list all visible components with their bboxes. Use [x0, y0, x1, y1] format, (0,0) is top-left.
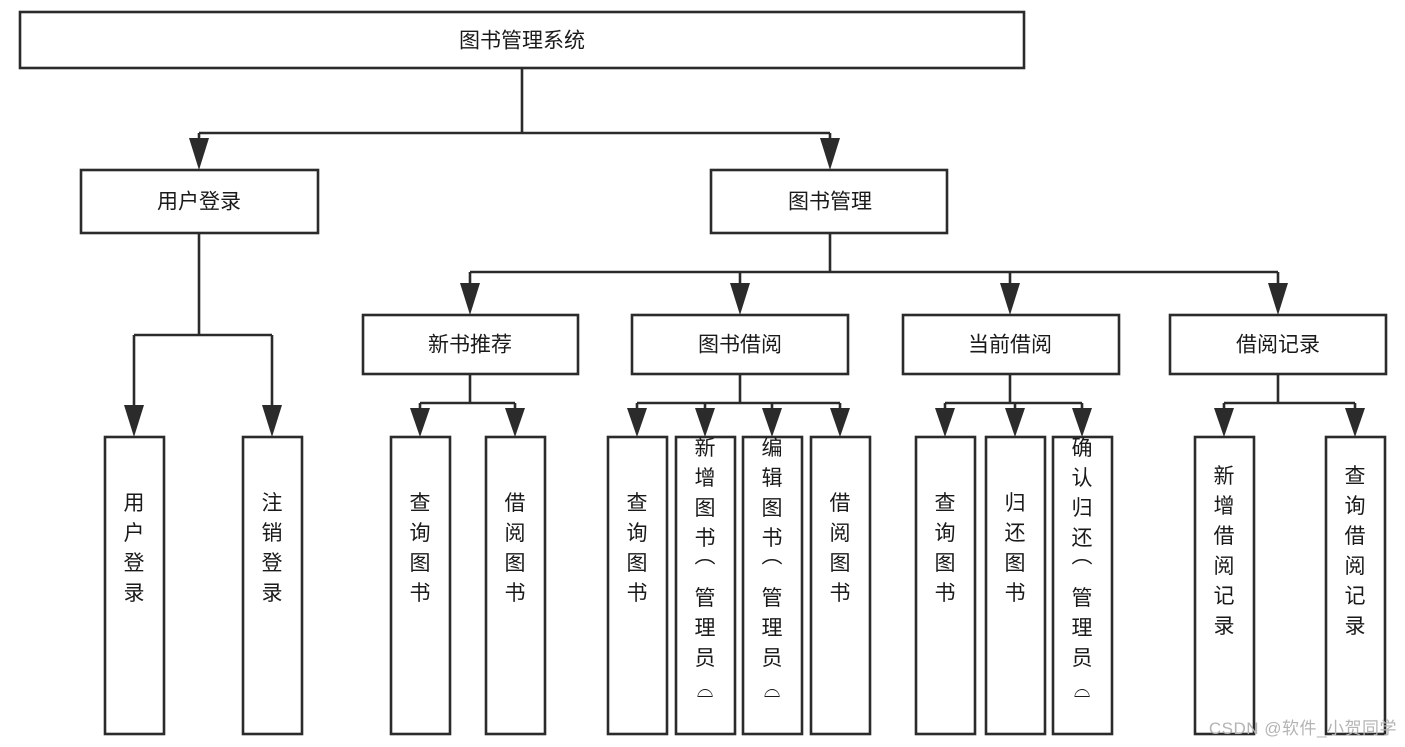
leaf-book-borrow-edit-label: 编辑图书⌒管理员⌓: [762, 437, 783, 702]
watermark: CSDN @软件_小贺同学: [1208, 719, 1397, 738]
leaf-borrow-record-query-label: 查询借阅记录: [1345, 465, 1366, 638]
arrow-head-book-manage: [820, 138, 840, 170]
leaf-current-borrow-return-label: 归还图书: [1005, 492, 1026, 605]
arrow-head-user-login: [189, 138, 209, 170]
arrow-head-borrow-record: [1268, 283, 1288, 315]
leaf-user-login-logout-label: 注销登录: [262, 492, 283, 605]
node-book-manage-box[interactable]: [709, 168, 949, 235]
leaf-node[interactable]: 编辑图书⌒管理员⌓: [741, 435, 804, 736]
connector-layer: [124, 68, 1365, 437]
leaf-book-borrow-edit-box[interactable]: [741, 435, 804, 736]
leaf-node[interactable]: 归还图书: [984, 435, 1047, 736]
arrow-head-leaf-user-login-1: [124, 405, 144, 437]
node-new-book-recommend-label: 新书推荐: [428, 334, 512, 357]
leaf-new-book-borrow-box[interactable]: [484, 435, 547, 736]
node-user-login[interactable]: 用户登录: [79, 168, 320, 235]
leaf-node[interactable]: 借阅图书: [484, 435, 547, 736]
leaf-borrow-record-query-box[interactable]: [1324, 435, 1387, 736]
leaf-node[interactable]: 借阅图书: [809, 435, 872, 736]
leaf-new-book-query-box[interactable]: [389, 435, 452, 736]
arrow-head-new-book-recommend: [460, 283, 480, 315]
leaf-node[interactable]: 注销登录: [241, 435, 304, 736]
leaf-book-borrow-query-label: 查询图书: [627, 492, 648, 605]
leaf-borrow-record-add-label: 新增借阅记录: [1214, 465, 1235, 638]
node-book-borrow[interactable]: 图书借阅: [630, 313, 850, 376]
leaf-current-borrow-query-label: 查询图书: [935, 492, 956, 605]
arrow-head-leaf-borrow-record-1: [1214, 408, 1234, 437]
leaf-user-login-login-label: 用户登录: [124, 492, 145, 605]
leaf-book-borrow-add-label: 新增图书⌒管理员⌓: [695, 437, 716, 702]
node-borrow-record-label: 借阅记录: [1236, 334, 1320, 357]
arrow-head-current-borrow: [1000, 283, 1020, 315]
arrow-head-leaf-current-borrow-2: [1005, 408, 1025, 437]
node-new-book-recommend[interactable]: 新书推荐: [361, 313, 580, 376]
arrow-head-leaf-current-borrow-1: [935, 408, 955, 437]
leaf-node[interactable]: 新增借阅记录: [1193, 435, 1256, 736]
leaf-book-borrow-borrow-box[interactable]: [809, 435, 872, 736]
arrow-head-leaf-new-book-1: [410, 408, 430, 437]
leaf-user-login-logout-box[interactable]: [241, 435, 304, 736]
leaf-node[interactable]: 查询图书: [389, 435, 452, 736]
leaf-user-login-login-box[interactable]: [103, 435, 166, 736]
leaf-node[interactable]: 用户登录: [103, 435, 166, 736]
arrow-head-leaf-book-borrow-1: [627, 408, 647, 437]
leaf-new-book-borrow-label: 借阅图书: [505, 492, 526, 605]
leaf-node[interactable]: 查询图书: [606, 435, 669, 736]
node-current-borrow-box[interactable]: [901, 313, 1121, 376]
arrow-head-book-borrow: [730, 283, 750, 315]
leaf-current-borrow-return-box[interactable]: [984, 435, 1047, 736]
node-root-box[interactable]: [18, 10, 1026, 70]
arrow-head-leaf-book-borrow-2: [695, 408, 715, 437]
node-book-manage[interactable]: 图书管理: [709, 168, 949, 235]
node-root-label: 图书管理系统: [459, 30, 585, 53]
node-root[interactable]: 图书管理系统: [18, 10, 1026, 70]
node-user-login-label: 用户登录: [157, 191, 241, 214]
leaf-current-borrow-confirm-label: 确认归还⌒管理员⌓: [1072, 437, 1093, 702]
arrow-head-leaf-user-login-2: [262, 405, 282, 437]
node-book-manage-label: 图书管理: [788, 191, 872, 214]
leaf-current-borrow-query-box[interactable]: [914, 435, 977, 736]
node-current-borrow[interactable]: 当前借阅: [901, 313, 1121, 376]
node-new-book-recommend-box[interactable]: [361, 313, 580, 376]
node-borrow-record[interactable]: 借阅记录: [1168, 313, 1388, 376]
arrow-head-leaf-new-book-2: [505, 408, 525, 437]
arrow-head-leaf-book-borrow-4: [830, 408, 850, 437]
leaf-book-borrow-query-box[interactable]: [606, 435, 669, 736]
node-book-borrow-label: 图书借阅: [698, 334, 782, 357]
leaf-node[interactable]: 确认归还⌒管理员⌓: [1051, 435, 1114, 736]
leaf-current-borrow-confirm-box[interactable]: [1051, 435, 1114, 736]
arrow-head-leaf-current-borrow-3: [1072, 408, 1092, 437]
node-user-login-box[interactable]: [79, 168, 320, 235]
leaf-borrow-record-add-box[interactable]: [1193, 435, 1256, 736]
leaf-new-book-query-label: 查询图书: [410, 492, 431, 605]
leaf-book-borrow-borrow-label: 借阅图书: [830, 492, 851, 605]
node-current-borrow-label: 当前借阅: [968, 334, 1052, 357]
leaf-node[interactable]: 查询借阅记录: [1324, 435, 1387, 736]
leaf-node[interactable]: 查询图书: [914, 435, 977, 736]
arrow-head-leaf-book-borrow-3: [762, 408, 782, 437]
leaf-book-borrow-add-box[interactable]: [674, 435, 737, 736]
arrow-head-leaf-borrow-record-2: [1345, 408, 1365, 437]
node-borrow-record-box[interactable]: [1168, 313, 1388, 376]
node-book-borrow-box[interactable]: [630, 313, 850, 376]
leaf-node[interactable]: 新增图书⌒管理员⌓: [674, 435, 737, 736]
